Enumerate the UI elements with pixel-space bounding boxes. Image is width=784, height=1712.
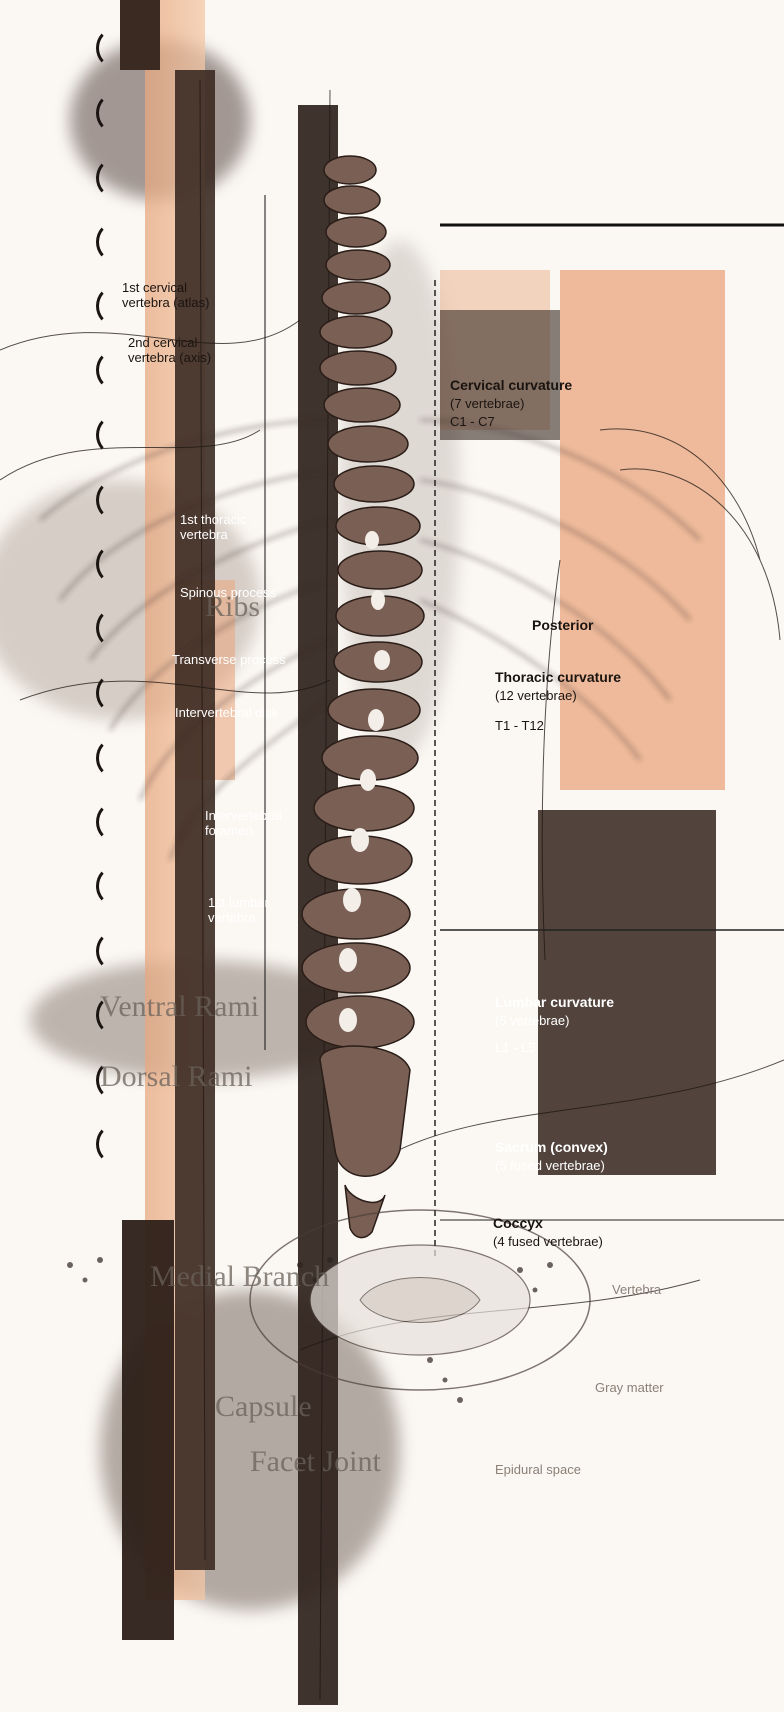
bg-text-dorsal-rami: Dorsal Rami [100, 1060, 252, 1094]
label-cervical-range: C1 - C7 [450, 414, 495, 429]
label-sacrum-count: (5 fused vertebrae) [495, 1158, 605, 1173]
label-posterior: Posterior [532, 618, 593, 633]
label-transverse-process: Transverse process [172, 652, 286, 667]
bg-text-gray-matter: Gray matter [595, 1380, 664, 1395]
dark-block-right [538, 810, 716, 1175]
peach-block-right [560, 270, 725, 790]
bg-text-capsule: Capsule [215, 1390, 312, 1424]
label-thoracic-count: (12 vertebrae) [495, 688, 577, 703]
label-coccyx: Coccyx [493, 1216, 543, 1231]
label-1st-thoracic-vertebra: 1st thoracic vertebra [180, 512, 246, 542]
label-1st-lumbar-vertebra: 1st lumbar vertebra [208, 895, 269, 925]
label-coccyx-count: (4 fused vertebrae) [493, 1234, 603, 1249]
bg-text-ventral-rami: Ventral Rami [100, 990, 259, 1024]
label-intervertebral-disk: Intervertebral disk [175, 705, 278, 720]
bg-text-vertebra: Vertebra [612, 1282, 661, 1297]
label-lumbar-range: L1 - L5 [495, 1040, 535, 1055]
label-lumbar-count: (5 vertebrae) [495, 1013, 569, 1028]
label-2nd-cervical-vertebra: 2nd cervical vertebra (axis) [128, 335, 211, 365]
label-1st-cervical-vertebra: 1st cervical vertebra (atlas) [122, 280, 209, 310]
bg-text-facet-joint: Facet Joint [250, 1445, 381, 1479]
label-sacrum: Sacrum (convex) [495, 1140, 608, 1155]
label-cervical-curvature: Cervical curvature [450, 378, 572, 393]
label-spinous-process: Spinous process [180, 585, 276, 600]
label-thoracic-curvature: Thoracic curvature [495, 670, 621, 685]
label-cervical-count: (7 vertebrae) [450, 396, 524, 411]
label-intervertebral-foramen: Intervertebral foramen [205, 808, 282, 838]
label-lumbar-curvature: Lumbar curvature [495, 995, 614, 1010]
label-thoracic-range: T1 - T12 [495, 718, 544, 733]
bg-text-medial-branch: Medial Branch [150, 1260, 329, 1294]
bg-text-epidural-space: Epidural space [495, 1462, 581, 1477]
